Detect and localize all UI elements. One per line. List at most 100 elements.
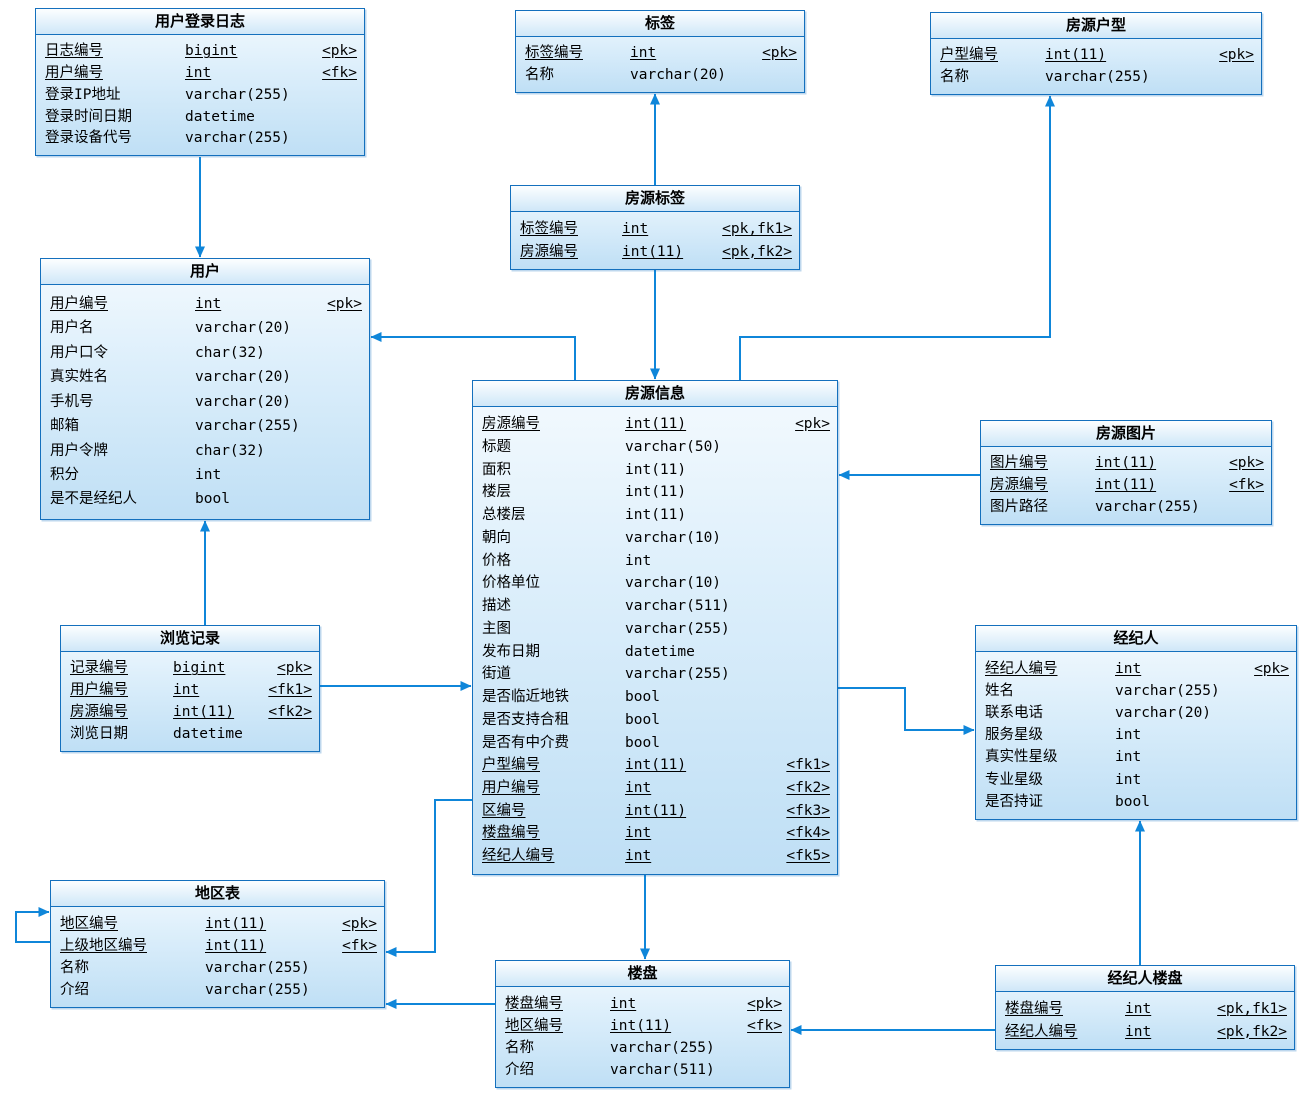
column-name: 用户编号 — [482, 779, 540, 796]
connector-house-info-to-user[interactable] — [370, 332, 576, 380]
column-key: <pk,fk1> — [722, 221, 792, 237]
column-name: 积分 — [50, 467, 79, 483]
connector-house-info-to-agent[interactable] — [838, 687, 975, 735]
column-type: bigint — [185, 43, 238, 60]
column-name: 名称 — [940, 69, 969, 86]
column-key: <fk5> — [786, 848, 830, 865]
column-name: 名称 — [505, 1039, 534, 1056]
column-key: <pk> — [1254, 660, 1289, 677]
connector-region-self-reference[interactable] — [15, 907, 50, 943]
column-name: 是不是经纪人 — [50, 491, 137, 508]
column-name: 楼层 — [482, 484, 511, 501]
column-type: int(11) — [610, 1017, 672, 1034]
column-name: 是否临近地铁 — [482, 689, 569, 706]
column-row: 名称 varchar(255) — [505, 1041, 782, 1056]
entity-title-tag: 标签 — [516, 11, 804, 37]
column-name: 主图 — [482, 620, 511, 637]
column-name: 地区编号 — [505, 1017, 563, 1034]
column-type: varchar(255) — [185, 86, 290, 103]
column-name: 经纪人编号 — [482, 848, 555, 865]
column-key: <fk1> — [786, 757, 830, 774]
column-name: 用户编号 — [50, 295, 108, 312]
column-name: 上级地区编号 — [60, 937, 147, 954]
column-type: varchar(255) — [610, 1039, 715, 1056]
entity-title-house-image: 房源图片 — [981, 421, 1271, 447]
column-name: 名称 — [60, 959, 89, 976]
entity-title-browse-record: 浏览记录 — [61, 626, 319, 652]
column-type: bool — [195, 491, 230, 508]
column-name: 价格 — [482, 552, 511, 569]
column-name: 是否支持合租 — [482, 711, 569, 728]
column-type: varchar(255) — [205, 981, 310, 998]
column-name: 联系电话 — [985, 705, 1043, 722]
column-type: varchar(255) — [195, 418, 300, 435]
column-type: varchar(10) — [625, 575, 722, 592]
column-type: varchar(255) — [185, 130, 290, 147]
column-type: int(11) — [625, 757, 687, 774]
column-name: 标题 — [482, 438, 511, 455]
column-name: 面积 — [482, 461, 511, 478]
connector-house-info-to-house-type[interactable] — [739, 95, 1055, 380]
column-name: 专业星级 — [985, 771, 1043, 788]
connector-house-info-to-region[interactable] — [385, 799, 472, 957]
column-name: 房源编号 — [482, 416, 540, 433]
column-name: 真实性星级 — [985, 749, 1058, 766]
column-name: 描述 — [482, 598, 511, 615]
column-type: int(11) — [625, 802, 687, 819]
column-name: 户型编号 — [940, 47, 998, 64]
column-type: varchar(255) — [1095, 499, 1200, 516]
entity-title-estate: 楼盘 — [496, 961, 789, 987]
column-name: 楼盘编号 — [482, 825, 540, 842]
column-type: int(11) — [205, 915, 267, 932]
column-name: 介绍 — [505, 1061, 534, 1078]
column-type: int — [185, 65, 212, 81]
column-name: 楼盘编号 — [1005, 1001, 1063, 1017]
column-name: 房源编号 — [520, 243, 578, 260]
column-name: 姓名 — [985, 682, 1014, 699]
column-name: 房源编号 — [70, 704, 128, 721]
column-name: 户型编号 — [482, 757, 540, 774]
column-key: <fk> — [342, 937, 377, 954]
column-key: <pk,fk2> — [1217, 1023, 1287, 1040]
